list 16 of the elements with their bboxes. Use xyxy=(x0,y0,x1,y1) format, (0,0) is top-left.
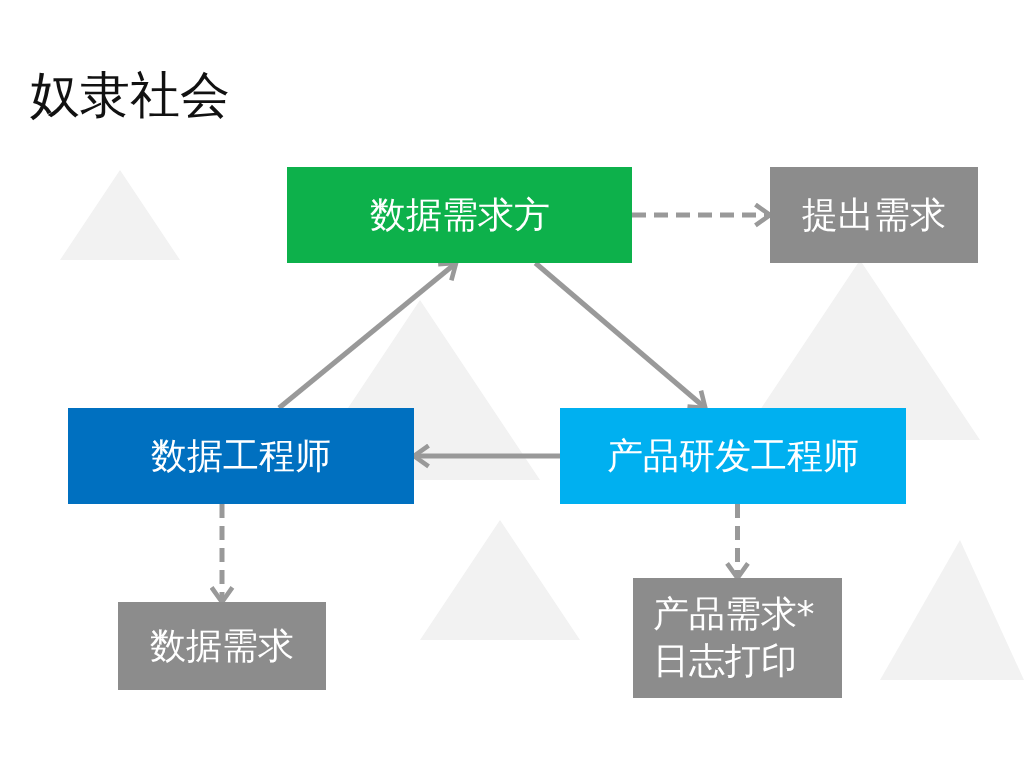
arrow xyxy=(724,504,751,581)
process-box xyxy=(287,167,632,263)
process-box xyxy=(560,408,906,504)
box-label: 数据需求 xyxy=(150,623,294,668)
slide-title: 奴隶社会 xyxy=(30,65,230,126)
arrow xyxy=(209,504,235,605)
process-box xyxy=(633,578,842,698)
process-box xyxy=(770,167,978,263)
box-label: 提出需求 xyxy=(802,192,946,237)
box-label: 数据工程师 xyxy=(151,433,331,478)
process-box xyxy=(68,408,414,504)
arrow xyxy=(533,261,708,411)
box-label: 数据需求方 xyxy=(369,192,550,237)
box-label: 产品研发工程师 xyxy=(607,433,859,478)
process-box xyxy=(118,602,326,690)
box-label: 产品需求*日志打印 xyxy=(652,592,816,683)
